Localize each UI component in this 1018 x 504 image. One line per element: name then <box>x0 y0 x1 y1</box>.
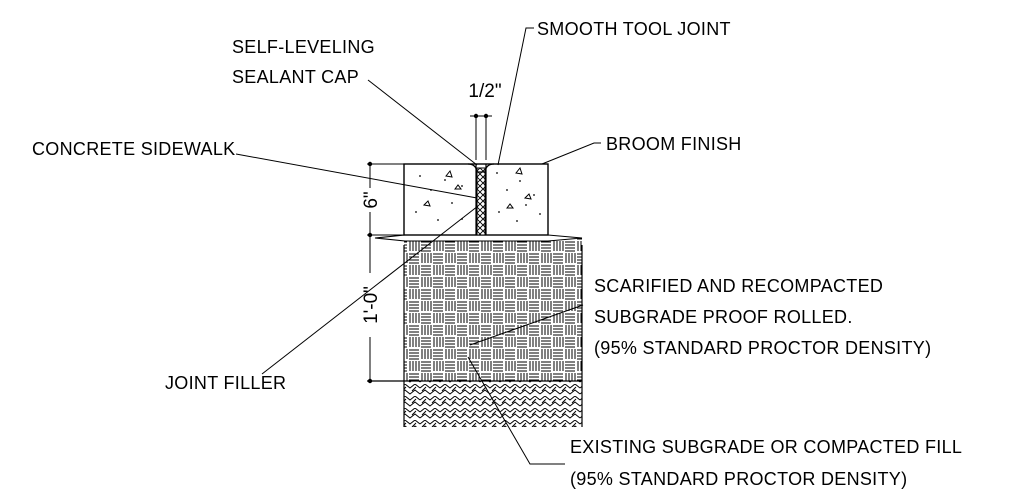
leader-lines <box>235 27 601 465</box>
base-line <box>374 234 583 242</box>
joint-width-label: 1/2" <box>468 81 501 102</box>
scarified-label-line-3: (95% STANDARD PROCTOR DENSITY) <box>594 338 931 358</box>
existing-subgrade-label-line-2: (95% STANDARD PROCTOR DENSITY) <box>570 469 907 489</box>
sealant-cap-label: SEALANT CAP <box>232 67 359 87</box>
existing-subgrade-label-line-1: EXISTING SUBGRADE OR COMPACTED FILL <box>570 437 962 457</box>
broom-finish-label: BROOM FINISH <box>606 134 742 154</box>
joint-filler-leader <box>261 205 479 375</box>
smooth-tool-joint-label: SMOOTH TOOL JOINT <box>537 19 731 39</box>
slab-thickness-label: 6" <box>361 191 382 208</box>
joint-filler-label: JOINT FILLER <box>165 373 286 393</box>
self-leveling-label: SELF-LEVELING <box>232 37 375 57</box>
vertical-dimension: 6" 1'-0" <box>356 161 404 384</box>
scarified-leader <box>469 304 584 346</box>
concrete-sidewalk-label: CONCRETE SIDEWALK <box>32 139 235 159</box>
sealant-cap-leader <box>367 79 478 166</box>
broom-finish-leader <box>541 142 601 165</box>
subgrade-depth-label: 1'-0" <box>361 286 382 324</box>
joint-width-dimension: 1/2" <box>468 81 502 160</box>
scarified-subgrade-area <box>367 237 583 382</box>
existing-subgrade-leader <box>467 356 565 465</box>
scarified-label-line-1: SCARIFIED AND RECOMPACTED <box>594 276 883 296</box>
joint-filler <box>467 163 495 236</box>
existing-subgrade-area <box>403 381 583 427</box>
smooth-tool-joint-leader <box>497 27 534 166</box>
concrete-sidewalk-leader <box>235 153 478 199</box>
scarified-label-line-2: SUBGRADE PROOF ROLLED. <box>594 307 853 327</box>
